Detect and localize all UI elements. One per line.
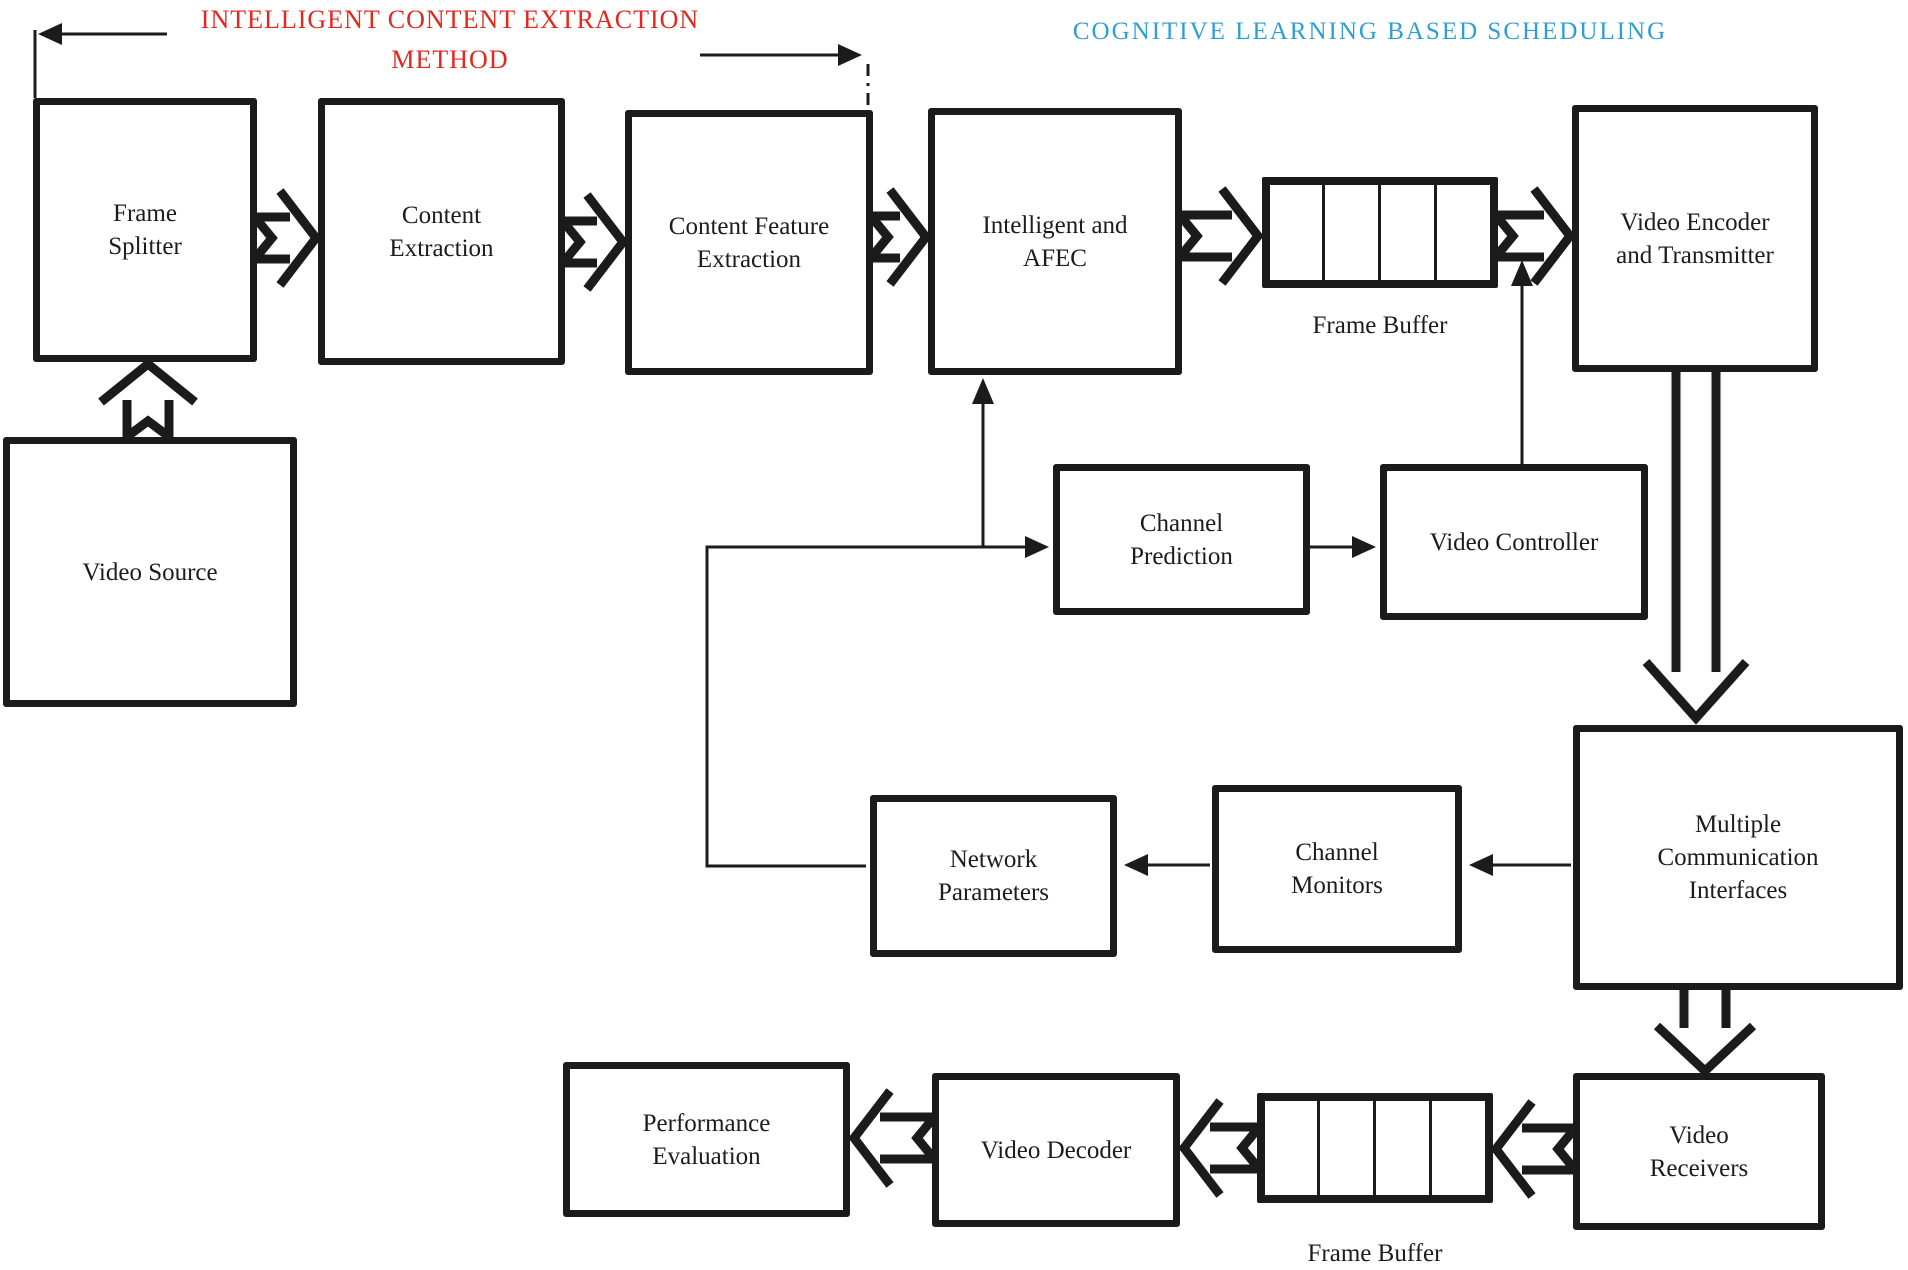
arrow-video-receivers-to-frame-buffer-bottom <box>1490 1099 1576 1199</box>
node-video-encoder-transmitter: Video Encoder and Transmitter <box>1572 105 1818 372</box>
arrowhead-into-network-parameters <box>1124 854 1148 876</box>
frame-buffer-bottom-caption: Frame Buffer <box>1307 1240 1443 1267</box>
frame-buffer-top-divider <box>1378 185 1381 280</box>
node-performance-evaluation: Performance Evaluation <box>563 1062 850 1217</box>
frame-buffer-bottom <box>1257 1093 1493 1203</box>
node-video-controller-label: Video Controller <box>1429 528 1599 556</box>
arrow-video-decoder-to-performance-evaluation <box>848 1088 935 1188</box>
node-frame-splitter-label: Frame Splitter <box>108 200 182 260</box>
node-intelligent-afec: Intelligent and AFEC <box>928 108 1182 375</box>
heading-intelligent-content-extraction: INTELLIGENT CONTENT EXTRACTION METHOD <box>200 5 700 74</box>
arrow-afec-to-frame-buffer <box>1179 186 1264 286</box>
frame-buffer-bottom-divider <box>1429 1101 1432 1195</box>
arrowhead-into-channel-monitors <box>1469 854 1493 876</box>
frame-buffer-bottom-divider <box>1373 1101 1376 1195</box>
node-multiple-communication-interfaces-label: Multiple Communication Interfaces <box>1657 811 1819 904</box>
arrow-video-encoder-to-multiple-interfaces <box>1642 370 1750 725</box>
arrow-frame-splitter-to-content-extraction <box>254 188 322 288</box>
node-channel-prediction: Channel Prediction <box>1053 464 1310 615</box>
frame-buffer-top <box>1262 177 1498 288</box>
node-video-decoder-label: Video Decoder <box>980 1136 1132 1164</box>
node-content-feature-extraction: Content Feature Extraction <box>625 110 873 375</box>
node-content-extraction: Content Extraction <box>318 98 565 365</box>
line-header-left-pointer <box>33 30 167 98</box>
node-video-decoder: Video Decoder <box>932 1073 1180 1227</box>
node-video-receivers-label: Video Receivers <box>1649 1121 1749 1182</box>
arrow-content-extraction-to-content-feature-extraction <box>562 192 629 292</box>
arrow-frame-buffer-bottom-to-video-decoder <box>1178 1098 1260 1198</box>
line-feedback-to-channel-prediction <box>705 545 1038 868</box>
frame-buffer-top-divider <box>1434 185 1437 280</box>
node-channel-monitors-label: Channel Monitors <box>1291 839 1383 899</box>
frame-buffer-top-caption: Frame Buffer <box>1312 312 1448 339</box>
node-video-receivers: Video Receivers <box>1573 1073 1825 1230</box>
arrowhead-header-left <box>38 23 62 45</box>
node-video-controller: Video Controller <box>1380 464 1648 620</box>
arrowhead-into-buffer-output <box>1511 260 1533 286</box>
arrow-frame-buffer-to-video-encoder <box>1495 186 1576 286</box>
node-frame-splitter: Frame Splitter <box>33 98 257 362</box>
node-video-source: Video Source <box>3 437 297 707</box>
node-channel-monitors: Channel Monitors <box>1212 785 1462 953</box>
node-network-parameters: Network Parameters <box>870 795 1117 957</box>
arrow-multiple-interfaces-to-video-receivers <box>1653 988 1757 1078</box>
node-content-feature-extraction-label: Content Feature Extraction <box>668 212 830 273</box>
frame-buffer-bottom-divider <box>1317 1101 1320 1195</box>
node-performance-evaluation-label: Performance Evaluation <box>642 1109 771 1170</box>
node-multiple-communication-interfaces: Multiple Communication Interfaces <box>1573 725 1903 990</box>
heading-cognitive-learning-scheduling: COGNITIVE LEARNING BASED SCHEDULING <box>1072 18 1668 45</box>
arrowhead-into-video-controller <box>1352 536 1376 558</box>
arrow-video-source-to-frame-splitter <box>98 358 198 440</box>
node-video-encoder-transmitter-label: Video Encoder and Transmitter <box>1616 208 1774 269</box>
arrowhead-into-afec <box>972 378 994 404</box>
arrow-content-feature-extraction-to-afec <box>870 187 932 287</box>
node-content-extraction-label: Content Extraction <box>389 201 494 262</box>
frame-buffer-top-divider <box>1322 185 1325 280</box>
node-channel-prediction-label: Channel Prediction <box>1130 509 1233 570</box>
node-network-parameters-label: Network Parameters <box>937 846 1050 906</box>
arrowhead-header-right <box>838 44 862 66</box>
node-video-source-label: Video Source <box>82 558 218 586</box>
node-intelligent-afec-label: Intelligent and AFEC <box>982 211 1128 272</box>
arrowhead-into-channel-prediction <box>1025 536 1049 558</box>
